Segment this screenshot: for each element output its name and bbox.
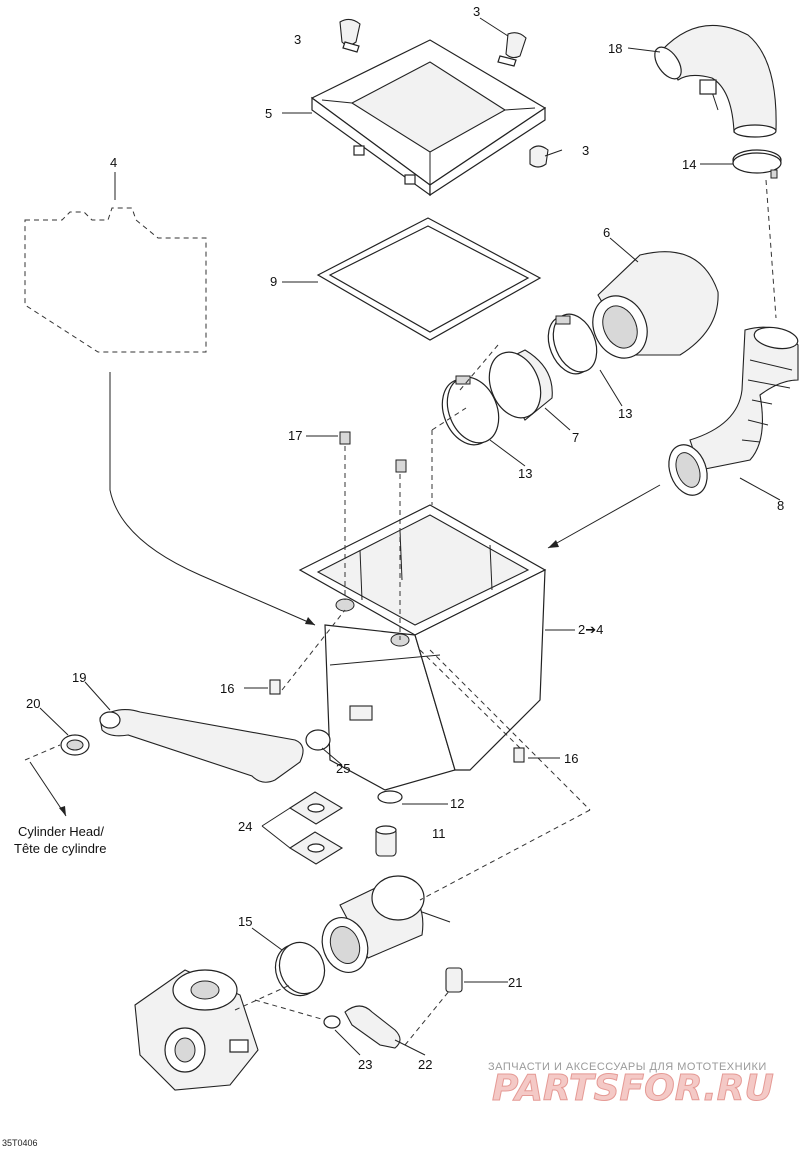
- air-filter: [592, 251, 719, 359]
- callout-5: 5: [265, 106, 272, 121]
- screw: [513, 747, 525, 763]
- callout-25: 25: [336, 761, 350, 776]
- assembly-lines: [24, 179, 777, 1046]
- reference-line-fr: Tête de cylindre: [14, 841, 107, 856]
- drain-valve: [375, 825, 397, 857]
- callout-22: 22: [418, 1057, 432, 1072]
- foam-pad: [288, 831, 344, 865]
- foam-pad: [288, 791, 344, 825]
- breather-hose: [99, 709, 304, 783]
- duct-clamp: [732, 149, 782, 179]
- callout-8: 8: [777, 498, 784, 513]
- callout-17: 17: [288, 428, 302, 443]
- watermark-tagline: ЗАПЧАСТИ И АКСЕССУАРЫ ДЛЯ МОТОТЕХНИКИ: [488, 1061, 767, 1073]
- callout-14: 14: [682, 157, 696, 172]
- screw: [269, 679, 281, 695]
- airbox-body: [298, 504, 547, 791]
- callout-15: 15: [238, 914, 252, 929]
- carburetor-adaptor: [321, 875, 425, 973]
- callout-19: 19: [72, 670, 86, 685]
- callout-23: 23: [358, 1057, 372, 1072]
- callout-21: 21: [508, 975, 522, 990]
- callout-20: 20: [26, 696, 40, 711]
- vent-hose: [344, 1005, 401, 1049]
- callout-16: 16: [564, 751, 578, 766]
- reference-line-en: Cylinder Head/: [18, 824, 104, 839]
- boot-clamp: [441, 375, 500, 446]
- cover-clip: [529, 145, 549, 168]
- callout-3: 3: [582, 143, 589, 158]
- callout-2-4: 2➔4: [578, 622, 603, 637]
- breather-fitting: [349, 705, 373, 721]
- hose-clamp: [60, 734, 90, 756]
- mounting-nut: [395, 459, 407, 473]
- drain-clip: [377, 790, 403, 804]
- callout-12: 12: [450, 796, 464, 811]
- watermark-logo: PARTSFOR.RU: [492, 1068, 774, 1109]
- decal-outline: [24, 207, 207, 353]
- routing-lines: [29, 372, 661, 817]
- callout-18: 18: [608, 41, 622, 56]
- callout-3: 3: [473, 4, 480, 19]
- callout-13: 13: [618, 406, 632, 421]
- callout-7: 7: [572, 430, 579, 445]
- callout-4: 4: [110, 155, 117, 170]
- callout-6: 6: [603, 225, 610, 240]
- cover-clip: [339, 18, 361, 53]
- corrugated-intake-hose: [668, 326, 799, 496]
- callout-9: 9: [270, 274, 277, 289]
- carburetor: [134, 969, 259, 1091]
- cover-clip: [497, 32, 527, 67]
- air-intake-duct: [654, 24, 777, 138]
- boot-clamp: [547, 313, 598, 375]
- leader-lines: [39, 17, 781, 1056]
- callout-11: 11: [432, 826, 446, 841]
- mounting-nut: [339, 431, 351, 445]
- filter-outlet-boot: [488, 349, 553, 421]
- callout-13: 13: [518, 466, 532, 481]
- cover-gasket: [316, 217, 542, 341]
- airbox-cover: [310, 39, 547, 197]
- figure-code: 35T0406: [2, 1138, 38, 1148]
- adaptor-clamp: [274, 941, 326, 997]
- hose-clamp: [323, 1015, 341, 1029]
- elbow-fitting: [445, 967, 463, 993]
- callout-24: 24: [238, 819, 252, 834]
- callout-3: 3: [294, 32, 301, 47]
- callout-16: 16: [220, 681, 234, 696]
- hose-clamp: [305, 729, 331, 751]
